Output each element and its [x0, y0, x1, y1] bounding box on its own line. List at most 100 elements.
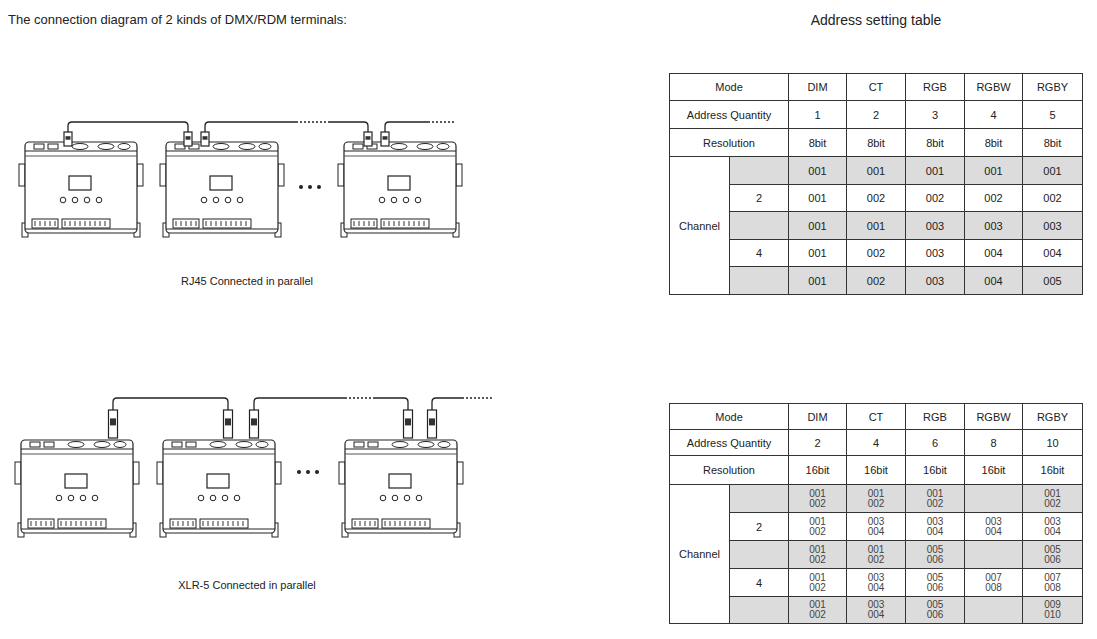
drawing-stroke — [56, 495, 62, 501]
drawing-stroke — [275, 462, 281, 484]
drawing-stroke — [345, 454, 457, 455]
drawing-stroke — [369, 221, 370, 226]
drawing-stroke — [65, 474, 87, 488]
drawing-stroke — [75, 221, 76, 226]
drawing-stroke — [183, 521, 184, 526]
drawing-stroke — [456, 164, 462, 186]
table-text: 003 — [984, 220, 1002, 232]
cable-plug — [364, 132, 372, 146]
table-text: 001 002 — [866, 489, 886, 509]
drawing-stroke — [70, 221, 71, 226]
table-cell: 007 008 — [1022, 568, 1083, 597]
table-text: 003 004 — [866, 600, 886, 620]
table-text: 2 — [814, 437, 820, 449]
drawing-stroke — [213, 197, 219, 203]
drawing-stroke — [80, 221, 81, 226]
table-text: 001 — [984, 165, 1002, 177]
drawing-stroke — [90, 221, 91, 226]
table-text: Resolution — [703, 137, 755, 149]
drawing-stroke — [391, 144, 407, 150]
table-cell: 2 — [729, 512, 789, 541]
drawing-stroke — [339, 462, 345, 484]
drawing-stroke — [355, 521, 356, 526]
table-text: 001 002 — [808, 517, 828, 537]
table-text: 2 — [756, 192, 762, 204]
table-text: Channel — [679, 548, 720, 560]
drawing-stroke — [163, 454, 275, 455]
table-cell: 003 004 — [846, 568, 906, 597]
drawing-stroke — [21, 454, 133, 455]
drawing-stroke — [278, 164, 284, 186]
table-text: 8bit — [809, 137, 827, 149]
drawing-stroke — [85, 221, 86, 226]
table-text: RGB — [923, 81, 947, 93]
table-text: RGBW — [976, 411, 1010, 423]
drawing-stroke — [114, 442, 126, 448]
drawing-stroke — [418, 442, 434, 448]
drawing-stroke — [84, 197, 90, 203]
cable — [374, 398, 408, 412]
drawing-stroke — [163, 449, 275, 450]
table-cell — [729, 156, 789, 185]
cable-plug — [428, 410, 437, 438]
table-text: 003 004 — [984, 517, 1004, 537]
drawing-stroke — [203, 219, 251, 228]
table-cell: 3 — [905, 100, 965, 129]
table-cell: 001 002 — [846, 484, 906, 513]
drawing-stroke — [170, 519, 196, 528]
drawing-stroke — [392, 442, 408, 448]
table-cell: 003 — [905, 266, 965, 295]
drawing-stroke — [259, 144, 271, 150]
table-cell: 001 — [964, 156, 1023, 185]
table-cell: 003 — [964, 211, 1023, 240]
drawing-stroke — [385, 521, 386, 526]
drawing-stroke — [354, 442, 364, 447]
drawing-stroke — [21, 529, 133, 530]
table-cell: DIM — [788, 403, 847, 430]
table-text: 001 — [808, 165, 826, 177]
drawing-stroke — [186, 221, 187, 226]
cable — [385, 122, 428, 132]
table-text: 002 — [926, 192, 944, 204]
drawing-stroke — [236, 221, 237, 226]
table-text: 001 002 — [808, 545, 828, 565]
table-text: 16bit — [1041, 464, 1065, 476]
drawing-stroke — [94, 442, 110, 448]
drawing-stroke — [237, 197, 243, 203]
drawing-stroke — [41, 521, 42, 526]
table-cell: 8bit — [905, 128, 965, 157]
drawing-stroke — [382, 519, 430, 528]
table-text: CT — [869, 81, 884, 93]
table-text: 003 — [1043, 220, 1061, 232]
drawing-stroke — [118, 144, 130, 150]
drawing-stroke — [203, 521, 204, 526]
drawing-stroke — [360, 521, 361, 526]
drawing-stroke — [196, 221, 197, 226]
table-text: 005 006 — [1043, 545, 1063, 565]
table-cell: 003 004 — [846, 512, 906, 541]
drawing-stroke — [213, 144, 229, 150]
table-cell: Mode — [669, 403, 789, 430]
drawing-stroke — [62, 219, 110, 228]
table-text: RGBW — [976, 81, 1010, 93]
table-text: Mode — [715, 81, 743, 93]
drawing-stroke — [68, 442, 84, 448]
table-text: 4 — [873, 437, 879, 449]
drawing-stroke — [352, 519, 378, 528]
table-cell: 4 — [964, 100, 1023, 129]
drawing-stroke — [48, 144, 58, 149]
drawing-stroke — [166, 151, 278, 152]
table-cell: 004 — [964, 239, 1023, 267]
cable-plug — [225, 418, 231, 425]
drawing-stroke — [19, 164, 25, 186]
table-cell: 001 002 — [788, 484, 847, 513]
drawing-stroke — [191, 221, 192, 226]
drawing-stroke — [92, 495, 98, 501]
table-text: Address Quantity — [687, 109, 771, 121]
table-text: 001 — [808, 220, 826, 232]
drawing-stroke — [359, 221, 360, 226]
drawing-stroke — [58, 519, 106, 528]
table-text: 001 002 — [808, 600, 828, 620]
table-text: 16bit — [864, 464, 888, 476]
cable — [328, 122, 368, 132]
